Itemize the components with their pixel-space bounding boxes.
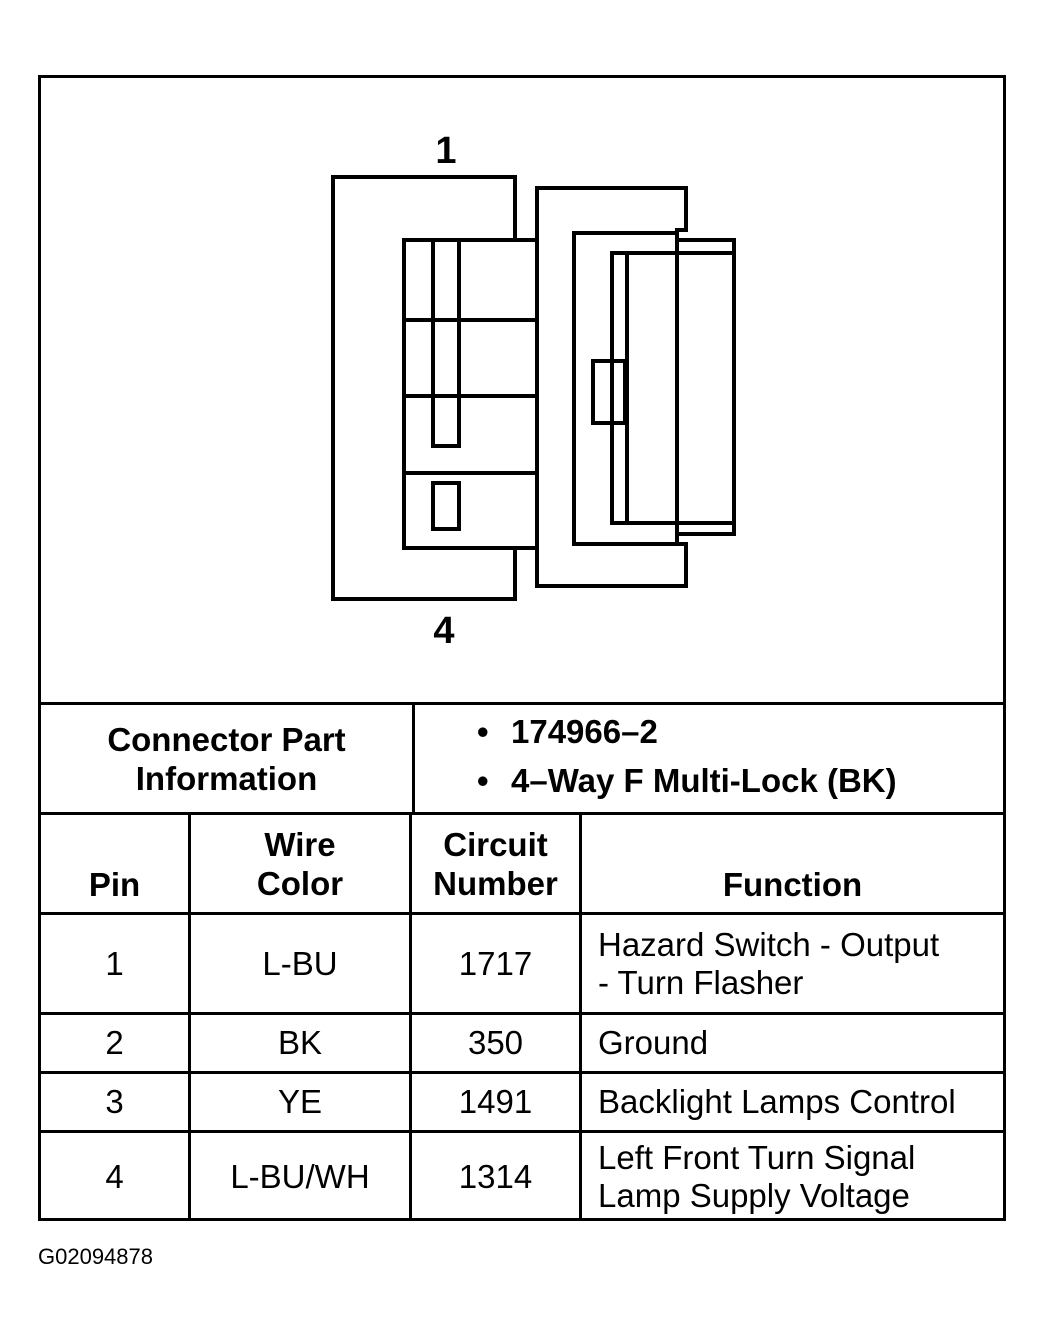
table-row: 2 BK 350 Ground xyxy=(41,1012,1003,1071)
secondary-housing xyxy=(572,231,679,546)
header-circuit-number: Circuit Number xyxy=(412,815,582,912)
connector-type-text: 4–Way F Multi-Lock (BK) xyxy=(511,762,897,799)
row-wire-color: BK xyxy=(191,1015,412,1071)
row-circuit: 1717 xyxy=(412,915,582,1012)
header-function: Function xyxy=(722,866,863,903)
connector-type: • 4–Way F Multi-Lock (BK) xyxy=(477,762,897,800)
row-function: Left Front Turn Signal Lamp Supply Volta… xyxy=(582,1133,1003,1221)
lock-tab-button xyxy=(591,359,627,425)
row-function: Hazard Switch - Output - Turn Flasher xyxy=(582,915,1003,1012)
row-function-line1: Hazard Switch - Output xyxy=(598,925,940,963)
pin-4-label: 4 xyxy=(433,610,455,652)
row-pin: 2 xyxy=(41,1015,191,1071)
connector-info-label-line2: Information xyxy=(135,759,318,797)
header-wire-color-line2: Color xyxy=(256,864,344,902)
row-circuit: 350 xyxy=(412,1015,582,1071)
terminal-lock-strip xyxy=(431,238,461,448)
pin-1-label: 1 xyxy=(435,130,457,172)
row-pin: 1 xyxy=(41,915,191,1012)
row-function: Ground xyxy=(598,1024,709,1061)
connector-drawing: 1 4 xyxy=(41,78,1003,702)
terminal-latch-window xyxy=(431,481,461,531)
row-wire-color: L-BU xyxy=(191,915,412,1012)
connector-info-table: Connector Part Information • 174966–2 • 4–… xyxy=(41,702,1003,812)
table-row: 4 L-BU/WH 1314 Left Front Turn Signal La… xyxy=(41,1130,1003,1221)
header-wire-color-line1: Wire xyxy=(264,825,336,863)
row-wire-color: YE xyxy=(191,1074,412,1130)
row-pin: 3 xyxy=(41,1074,191,1130)
pin-table: Pin Wire Color Circuit Number Function 1… xyxy=(41,812,1003,1221)
connector-part-number-text: 174966–2 xyxy=(511,713,658,750)
connector-info-values: • 174966–2 • 4–Way F Multi-Lock (BK) xyxy=(415,705,1003,812)
pin-table-header: Pin Wire Color Circuit Number Function xyxy=(41,815,1003,912)
header-circuit-line2: Number xyxy=(433,864,558,902)
connector-info-label-line1: Connector Part xyxy=(107,720,346,758)
header-circuit-line1: Circuit xyxy=(443,825,548,863)
connector-part-number: • 174966–2 xyxy=(477,713,658,751)
row-wire-color: L-BU/WH xyxy=(191,1133,412,1221)
connector-figure-frame: 1 4 Connector Part Information • 174966–2… xyxy=(38,75,1006,1221)
row-function-line1: Left Front Turn Signal xyxy=(598,1139,916,1176)
row-function-line2: - Turn Flasher xyxy=(598,963,804,1001)
row-pin: 4 xyxy=(41,1133,191,1221)
row-circuit: 1491 xyxy=(412,1074,582,1130)
row-function-line2: Lamp Supply Voltage xyxy=(598,1177,910,1214)
header-wire-color: Wire Color xyxy=(191,815,412,912)
row-circuit: 1314 xyxy=(412,1133,582,1221)
table-row: 3 YE 1491 Backlight Lamps Control xyxy=(41,1071,1003,1130)
figure-id: G02094878 xyxy=(38,1244,153,1269)
header-pin: Pin xyxy=(41,815,191,912)
bullet-icon: • xyxy=(477,713,489,750)
connector-outline-svg xyxy=(331,175,736,601)
row-function: Backlight Lamps Control xyxy=(598,1083,956,1120)
lock-tab-body xyxy=(610,251,736,525)
table-row: 1 L-BU 1717 Hazard Switch - Output - Tur… xyxy=(41,912,1003,1012)
connector-info-label: Connector Part Information xyxy=(41,705,415,812)
bullet-icon: • xyxy=(477,762,489,799)
